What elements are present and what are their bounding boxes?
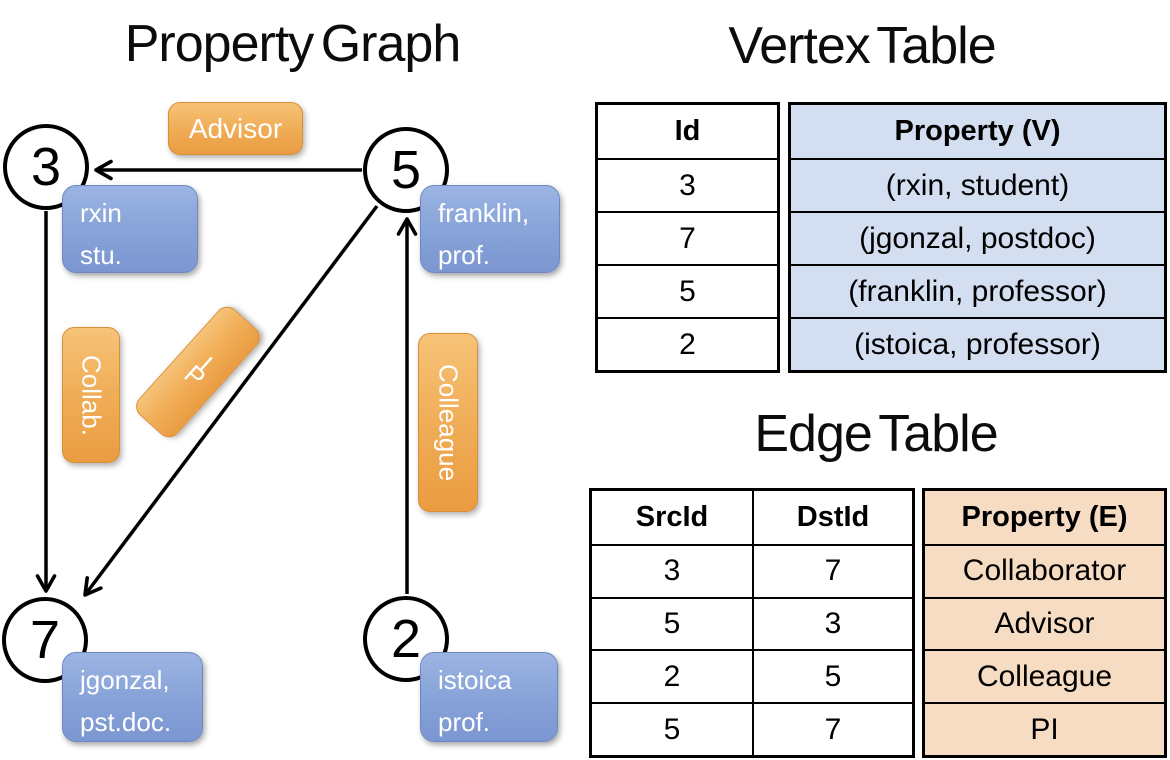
vertex-table-id-column: Id 3 7 5 2 bbox=[595, 102, 780, 373]
vertex-node-5: 5 bbox=[363, 127, 449, 213]
edge-table-id-columns: SrcId DstId 3 7 5 3 2 5 5 7 bbox=[589, 488, 915, 758]
vertex-label-jgonzal-line2: pst.doc. bbox=[80, 707, 172, 737]
vertex-table-id-cell: 2 bbox=[598, 317, 777, 370]
vertex-label-franklin-line1: franklin, bbox=[438, 198, 530, 228]
edge-label-collab-text: Collab. bbox=[76, 354, 107, 436]
edge-table-src-cell: 5 bbox=[592, 596, 752, 650]
vertex-table-property-column: Property (V) (rxin, student) (jgonzal, p… bbox=[788, 102, 1167, 373]
edge-table-src-cell: 2 bbox=[592, 649, 752, 702]
vertex-label-franklin: franklin, prof. bbox=[420, 185, 560, 273]
vertex-table-property-cell: (jgonzal, postdoc) bbox=[791, 211, 1164, 264]
edge-label-colleague: Colleague bbox=[418, 333, 478, 512]
edge-table-src-cell: 3 bbox=[592, 543, 752, 597]
vertex-table-title: Vertex Table bbox=[728, 17, 996, 75]
vertex-label-jgonzal: jgonzal, pst.doc. bbox=[62, 652, 203, 742]
vertex-table-header-property: Property (V) bbox=[894, 115, 1061, 147]
vertex-table-property-cell: (istoica, professor) bbox=[791, 317, 1164, 370]
edge-table-property-cell: Advisor bbox=[925, 596, 1164, 650]
edge-label-collab: Collab. bbox=[62, 327, 120, 463]
property-graph-title: Property Graph bbox=[124, 15, 462, 73]
edge-table-src-cell: 5 bbox=[592, 702, 752, 755]
vertex-label-istoica-line1: istoica bbox=[438, 665, 512, 695]
vertex-table-id-cell: 3 bbox=[598, 158, 777, 211]
edge-label-advisor: Advisor bbox=[168, 102, 303, 155]
vertex-table-property-cell: (franklin, professor) bbox=[791, 264, 1164, 317]
edge-table-property-cell: Collaborator bbox=[925, 543, 1164, 597]
edge-table-dst-cell: 7 bbox=[752, 543, 912, 597]
vertex-label-rxin-line1: rxin bbox=[80, 198, 122, 228]
vertex-table-id-cell: 5 bbox=[598, 264, 777, 317]
edge-pi-5-to-7 bbox=[83, 204, 379, 597]
edge-table-property-cell: Colleague bbox=[925, 649, 1164, 702]
vertex-label-franklin-line2: prof. bbox=[438, 240, 491, 270]
vertex-label-istoica: istoica prof. bbox=[420, 652, 558, 742]
edge-table-dst-cell: 3 bbox=[752, 596, 912, 650]
edge-table-header-dstid: DstId bbox=[752, 491, 912, 544]
edge-table-dst-cell: 5 bbox=[752, 649, 912, 703]
vertex-node-2: 2 bbox=[363, 596, 449, 682]
vertex-label-rxin-line2: stu. bbox=[80, 240, 122, 270]
vertex-node-7-id: 7 bbox=[29, 610, 61, 670]
edge-table-property-column: Property (E) Collaborator Advisor Collea… bbox=[922, 488, 1167, 758]
vertex-label-istoica-line2: prof. bbox=[438, 707, 491, 737]
edge-table-title: Edge Table bbox=[754, 405, 998, 463]
vertex-node-5-id: 5 bbox=[390, 140, 422, 200]
graph-edges-layer bbox=[35, 159, 418, 597]
edge-label-advisor-text: Advisor bbox=[188, 112, 283, 144]
edge-table-property-cell: PI bbox=[925, 702, 1164, 755]
edge-label-colleague-text: Colleague bbox=[433, 363, 464, 482]
edge-table-header-property: Property (E) bbox=[961, 500, 1128, 533]
vertex-node-3-id: 3 bbox=[30, 137, 62, 197]
vertex-label-rxin: rxin stu. bbox=[62, 185, 198, 273]
vertex-node-2-id: 2 bbox=[390, 609, 422, 669]
edge-table-dst-cell: 7 bbox=[752, 702, 912, 755]
edge-table-header-srcid: SrcId bbox=[635, 500, 709, 533]
vertex-table-id-cell: 7 bbox=[598, 211, 777, 264]
vertex-table-header-id: Id bbox=[674, 115, 701, 147]
vertex-label-jgonzal-line1: jgonzal, bbox=[80, 665, 170, 695]
vertex-table-property-cell: (rxin, student) bbox=[791, 158, 1164, 211]
